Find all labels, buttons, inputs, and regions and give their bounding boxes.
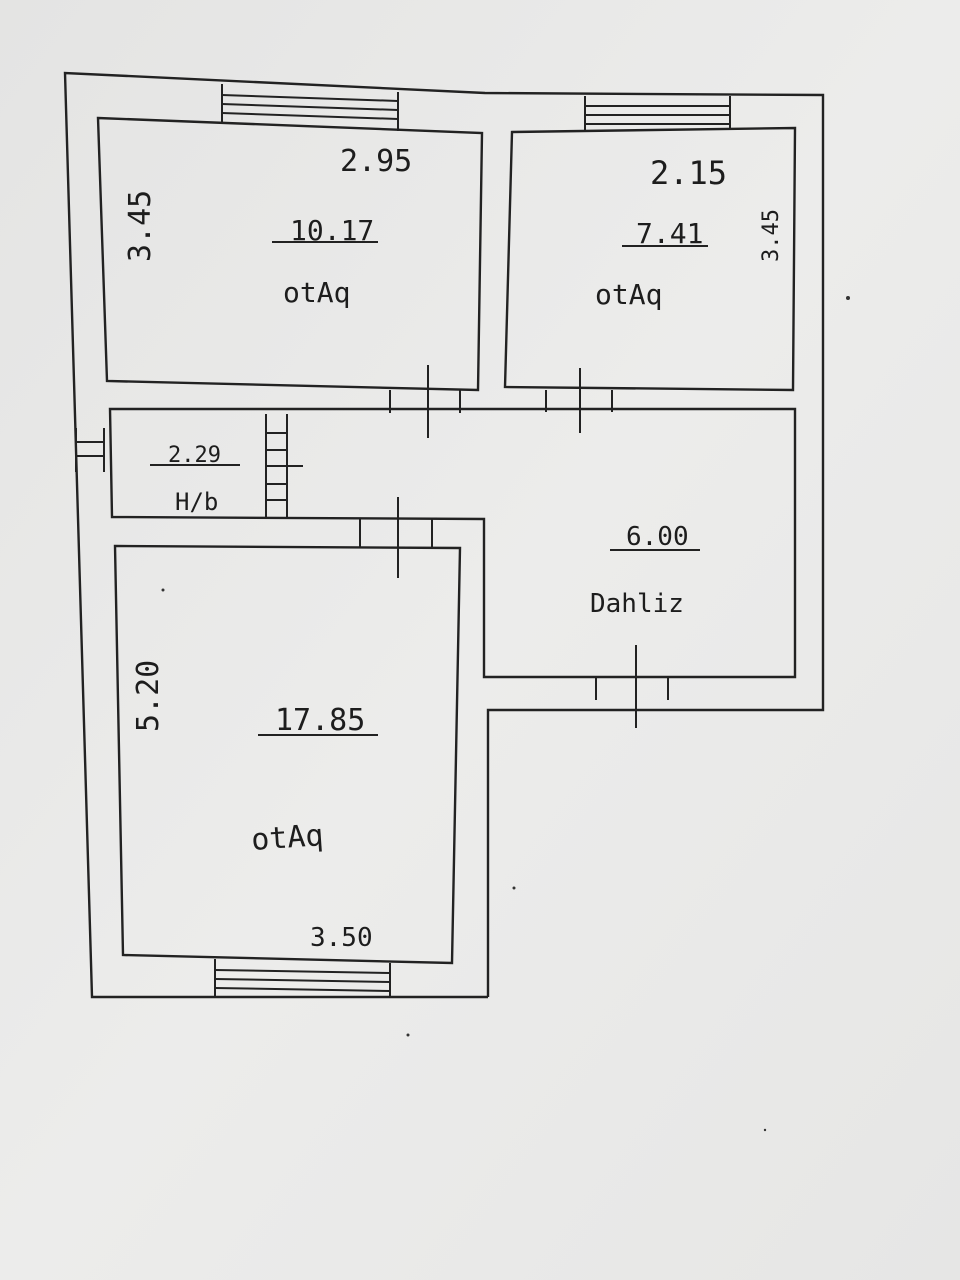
hallway-label: Dahliz [590, 589, 684, 619]
door-bathroom [265, 414, 303, 517]
room-bottom-area: 17.85 [275, 703, 365, 738]
door-entrance [595, 645, 669, 728]
outer-walls [63, 71, 825, 999]
door-top-right-room [545, 368, 613, 433]
room-top-right-width: 2.15 [650, 154, 727, 192]
window-left-small [75, 428, 105, 472]
window-top-right [584, 96, 731, 131]
stray-marks [161, 296, 850, 1132]
window-top-left [221, 84, 399, 131]
room-bottom-label: otAq [250, 818, 325, 858]
bathroom-area: 2.29 [168, 443, 221, 468]
hallway-area: 6.00 [626, 522, 689, 552]
door-bottom-room [359, 497, 433, 578]
room-top-right-area: 7.41 [636, 217, 703, 250]
door-top-left-room [389, 365, 461, 438]
room-top-left-label: otAq [283, 276, 350, 309]
room-top-right-height: 3.45 [759, 209, 784, 262]
room-top-right-label: otAq [595, 278, 662, 311]
room-bottom-height: 5.20 [131, 660, 166, 732]
window-bottom [214, 959, 391, 997]
room-bottom-width: 3.50 [310, 923, 373, 953]
room-top-left-height: 3.45 [123, 190, 158, 262]
room-top-left-width: 2.95 [340, 144, 412, 179]
inner-walls [96, 116, 797, 965]
bathroom-label: H/b [175, 488, 218, 516]
